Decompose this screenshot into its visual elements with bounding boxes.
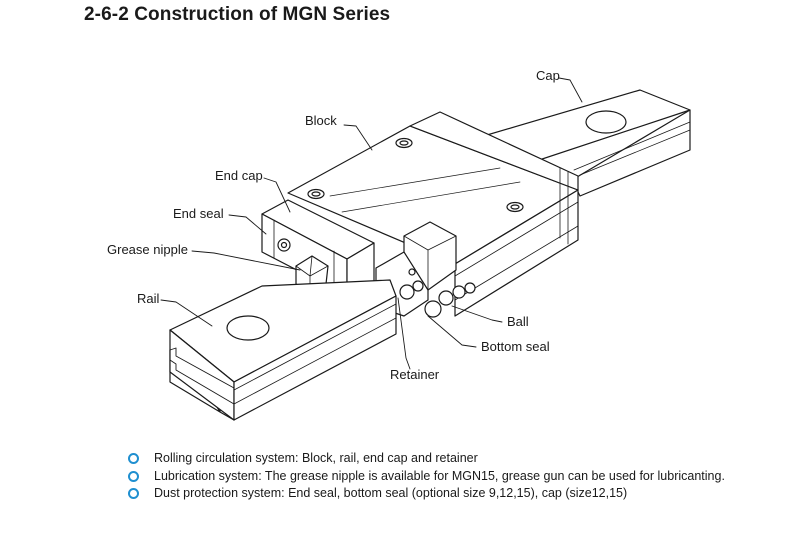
leader-lines — [160, 77, 583, 370]
block — [287, 111, 579, 317]
feature-text: Dust protection system: End seal, bottom… — [154, 486, 628, 500]
leader-retainer — [397, 297, 411, 370]
grease-port-icon — [277, 238, 291, 252]
leader-end-seal — [228, 214, 267, 235]
rail-near-section — [169, 279, 397, 421]
ball-6 — [464, 282, 476, 294]
block-tapped-hole-2 — [307, 188, 325, 200]
leader-block — [343, 124, 373, 151]
page-title: 2-6-2 Construction of MGN Series — [84, 4, 391, 25]
label-bottom-seal: Bottom seal — [481, 339, 550, 354]
rail-far-section — [469, 89, 691, 197]
cutaway-section — [375, 221, 476, 318]
leader-end-cap — [263, 177, 291, 213]
feature-item: Lubrication system: The grease nipple is… — [128, 468, 725, 486]
ball-5 — [452, 285, 466, 299]
label-retainer: Retainer — [390, 367, 440, 382]
label-rail: Rail — [137, 291, 160, 306]
label-end-cap: End cap — [215, 168, 263, 183]
block-tapped-hole-1 — [395, 137, 413, 149]
ball-2 — [412, 280, 424, 292]
label-cap: Cap — [536, 68, 560, 83]
rail-mounting-hole-near — [226, 315, 270, 341]
label-grease-nipple: Grease nipple — [107, 242, 188, 257]
bullet-circle-icon — [128, 488, 139, 499]
bullet-circle-icon — [128, 470, 139, 482]
feature-list: Rolling circulation system: Block, rail,… — [128, 450, 725, 503]
leader-cap — [558, 77, 583, 103]
rail-mounting-hole-far — [585, 110, 627, 134]
label-block: Block — [305, 113, 337, 128]
feature-text: Lubrication system: The grease nipple is… — [154, 468, 725, 483]
leader-ball — [451, 305, 503, 323]
feature-text: Rolling circulation system: Block, rail,… — [154, 451, 478, 465]
label-ball: Ball — [507, 314, 529, 329]
label-end-seal: End seal — [173, 206, 224, 221]
leader-rail — [160, 299, 213, 327]
leader-bottom-seal — [427, 315, 477, 348]
ball-4 — [438, 290, 454, 306]
bullet-circle-icon — [128, 453, 139, 464]
block-tapped-hole-3 — [506, 201, 524, 213]
leader-grease-nipple — [191, 250, 301, 271]
feature-item: Dust protection system: End seal, bottom… — [128, 485, 725, 503]
ball-3 — [424, 300, 442, 318]
ball-1 — [399, 284, 415, 300]
feature-item: Rolling circulation system: Block, rail,… — [128, 450, 725, 468]
